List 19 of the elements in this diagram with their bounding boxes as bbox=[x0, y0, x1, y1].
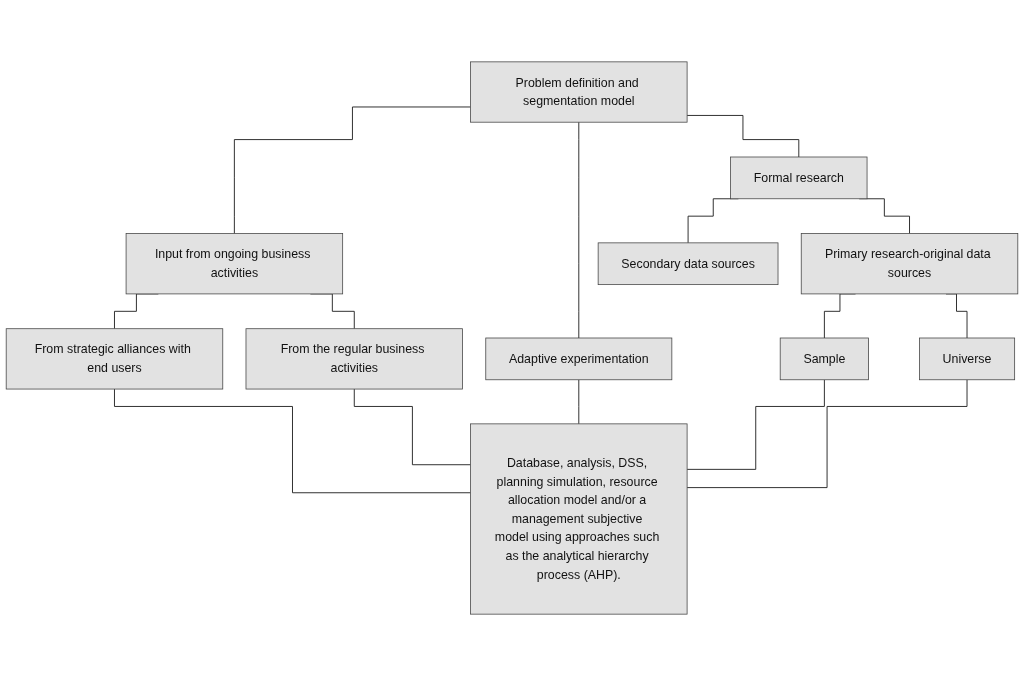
connector bbox=[233, 106, 471, 235]
node-box: Primary research-original data sources bbox=[800, 233, 1019, 295]
node-box: From strategic alliances with end users bbox=[5, 328, 224, 390]
node-box: Sample bbox=[779, 337, 869, 381]
node-box: Adaptive experimentation bbox=[485, 337, 673, 381]
node-box: From the regular business activities bbox=[245, 328, 463, 390]
connector bbox=[114, 388, 471, 494]
connector bbox=[578, 379, 580, 425]
node-box: Universe bbox=[919, 337, 1016, 381]
node-box: Secondary data sources bbox=[597, 242, 779, 285]
node-box: Database, analysis, DSS, planning simulation, resource allocation model and/or a management subjective model using approaches such as the analytical hierarchy process (AHP). bbox=[470, 423, 688, 615]
connector bbox=[686, 114, 800, 158]
node-box: Input from ongoing business activities bbox=[125, 233, 344, 295]
node-box: Formal research bbox=[730, 156, 868, 200]
connector bbox=[353, 388, 471, 466]
connector bbox=[686, 379, 825, 470]
connector bbox=[578, 121, 580, 339]
connector bbox=[686, 379, 968, 489]
node-box: Problem definition and segmentation model bbox=[470, 61, 688, 123]
